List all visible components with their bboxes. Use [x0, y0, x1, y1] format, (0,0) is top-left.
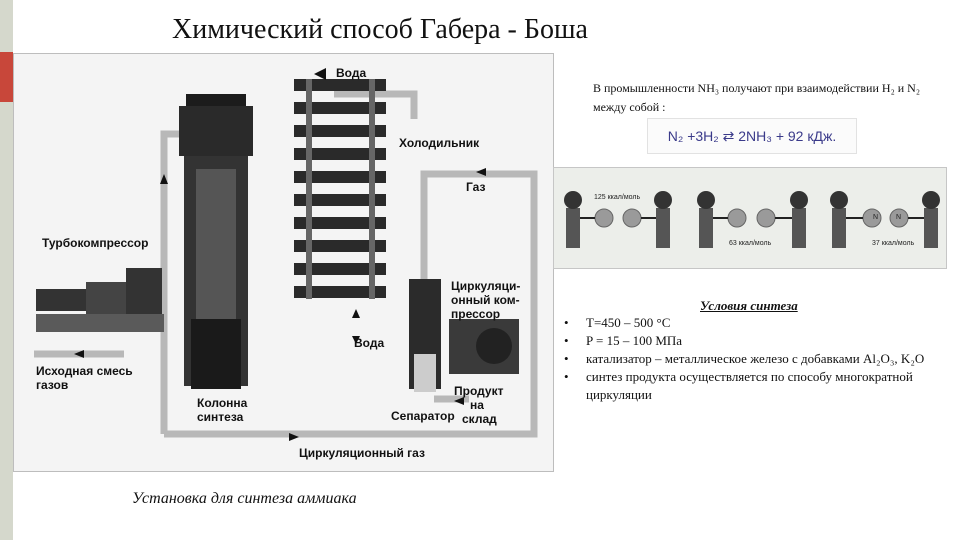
bullet-icon: •	[564, 333, 569, 348]
label-circulation-gas: Циркуляционный газ	[299, 446, 425, 460]
label-column-1: Колонна	[197, 396, 248, 410]
label-product-2: на	[470, 398, 484, 412]
condition-item: • P = 15 – 100 МПа	[564, 332, 939, 350]
bullet-icon: •	[564, 351, 569, 366]
label-water-top: Вода	[336, 66, 367, 80]
bullet-icon: •	[564, 369, 569, 384]
label-cooler: Холодильник	[399, 136, 480, 150]
label-initial-mix-2: газов	[36, 378, 69, 392]
intro-text: В промышленности NH₃ получают при взаимо…	[593, 81, 921, 114]
atom-label-1: N	[873, 214, 879, 221]
label-product-3: склад	[462, 412, 497, 426]
condition-item: • T=450 – 500 °C	[564, 314, 939, 332]
ammonia-plant-diagram: Вода Холодильник Газ Турбокомпрессор Цир…	[13, 53, 554, 472]
separator	[409, 279, 441, 392]
label-turbocompressor: Турбокомпрессор	[42, 236, 149, 250]
condition-item: • катализатор – металлическое железо с д…	[564, 350, 939, 368]
label-column-2: синтеза	[197, 410, 244, 424]
condition-text: катализатор – металлическое железо с доб…	[586, 351, 925, 366]
label-separator: Сепаратор	[391, 409, 455, 423]
plant-schematic	[34, 68, 538, 441]
left-accent-bar	[0, 0, 13, 540]
reaction-equation: N₂ +3H₂ ⇄ 2NH₃ + 92 кДж.	[647, 118, 857, 154]
turbocompressor	[36, 268, 164, 332]
atom-label-2: N	[896, 214, 902, 221]
slide-title: Химический способ Габера - Боша	[172, 14, 588, 45]
bond-energy-figures	[564, 191, 940, 248]
cooler-coil	[294, 79, 386, 299]
condition-item: • синтез продукта осуществляется по спосо…	[564, 368, 939, 404]
bullet-icon: •	[564, 315, 569, 330]
label-product-1: Продукт	[454, 384, 504, 398]
label-circ-compressor-1: Циркуляци-	[451, 279, 521, 293]
diagram-caption: Установка для синтеза аммиака	[132, 490, 357, 507]
flow-arrows	[74, 68, 486, 441]
synthesis-column	[179, 94, 253, 389]
condition-text: P = 15 – 100 МПа	[586, 333, 683, 348]
circulation-compressor	[449, 319, 519, 374]
label-initial-mix-1: Исходная смесь	[36, 364, 133, 378]
condition-text: синтез продукта осуществляется по способ…	[586, 369, 913, 402]
left-accent-marker	[0, 52, 13, 102]
label-circ-compressor-3: прессор	[451, 307, 501, 321]
bond-energy-label-1: 125 ккал/моль	[594, 194, 641, 201]
bond-energy-label-3: 37 ккал/моль	[872, 240, 915, 247]
conditions-title: Условия синтеза	[700, 298, 798, 313]
bond-energy-illustration: 125 ккал/моль 63 ккал/моль 37 ккал/моль …	[553, 167, 947, 269]
condition-text: T=450 – 500 °C	[586, 315, 671, 330]
label-circ-compressor-2: онный ком-	[451, 293, 520, 307]
label-water-bottom: Вода	[354, 336, 385, 350]
bond-energy-label-2: 63 ккал/моль	[729, 240, 772, 247]
label-gas: Газ	[466, 180, 486, 194]
conditions-list: • T=450 – 500 °C • P = 15 – 100 МПа • кат…	[564, 314, 939, 404]
